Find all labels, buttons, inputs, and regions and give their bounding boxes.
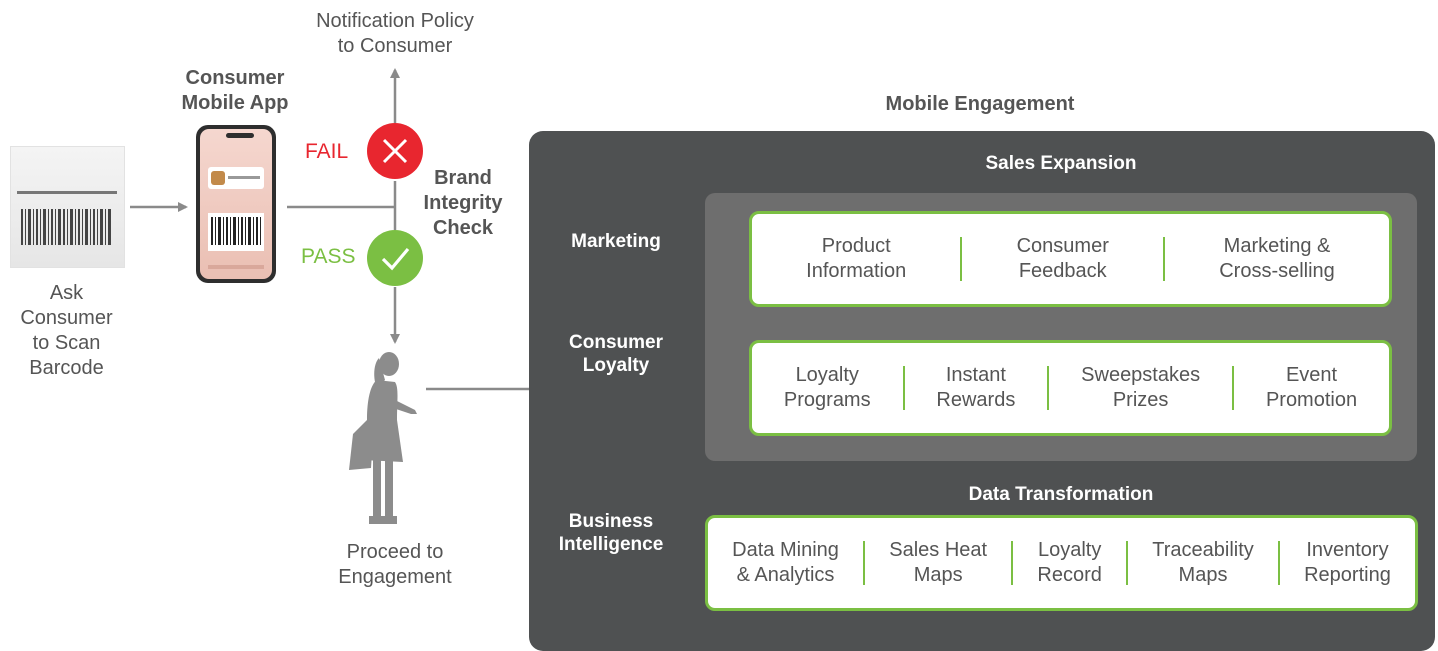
notification-label: Notification Policy to Consumer — [316, 10, 474, 57]
sales-expansion-title: Sales Expansion — [985, 153, 1137, 174]
marketing-label: Marketing — [571, 231, 661, 252]
barcode-scanner-illustration — [10, 146, 125, 268]
phone-barcode-icon — [208, 213, 264, 251]
fail-label: FAIL — [305, 140, 349, 163]
brand-integrity-check-label: Brand Integrity Check — [423, 167, 503, 239]
business-intelligence-label: Business Intelligence — [558, 511, 664, 555]
mobile-phone-illustration — [196, 125, 276, 283]
pass-icon — [367, 230, 423, 286]
fail-icon — [367, 123, 423, 179]
consumer-silhouette-icon — [349, 352, 417, 524]
app-label: Consumer Mobile App — [181, 67, 289, 114]
item-data-mining: Data Mining& Analytics — [732, 539, 839, 586]
proceed-label: Proceed to Engagement — [338, 541, 452, 588]
barcode-icon — [21, 209, 111, 245]
data-transformation-title: Data Transformation — [968, 484, 1154, 505]
pass-label: PASS — [301, 245, 356, 268]
mobile-engagement-title: Mobile Engagement — [885, 93, 1075, 115]
item-marketing-cross-selling: Marketing &Cross-selling — [1219, 235, 1335, 282]
scan-label: Ask Consumer to Scan Barcode — [20, 282, 113, 379]
consumer-loyalty-label: Consumer Loyalty — [569, 332, 663, 376]
